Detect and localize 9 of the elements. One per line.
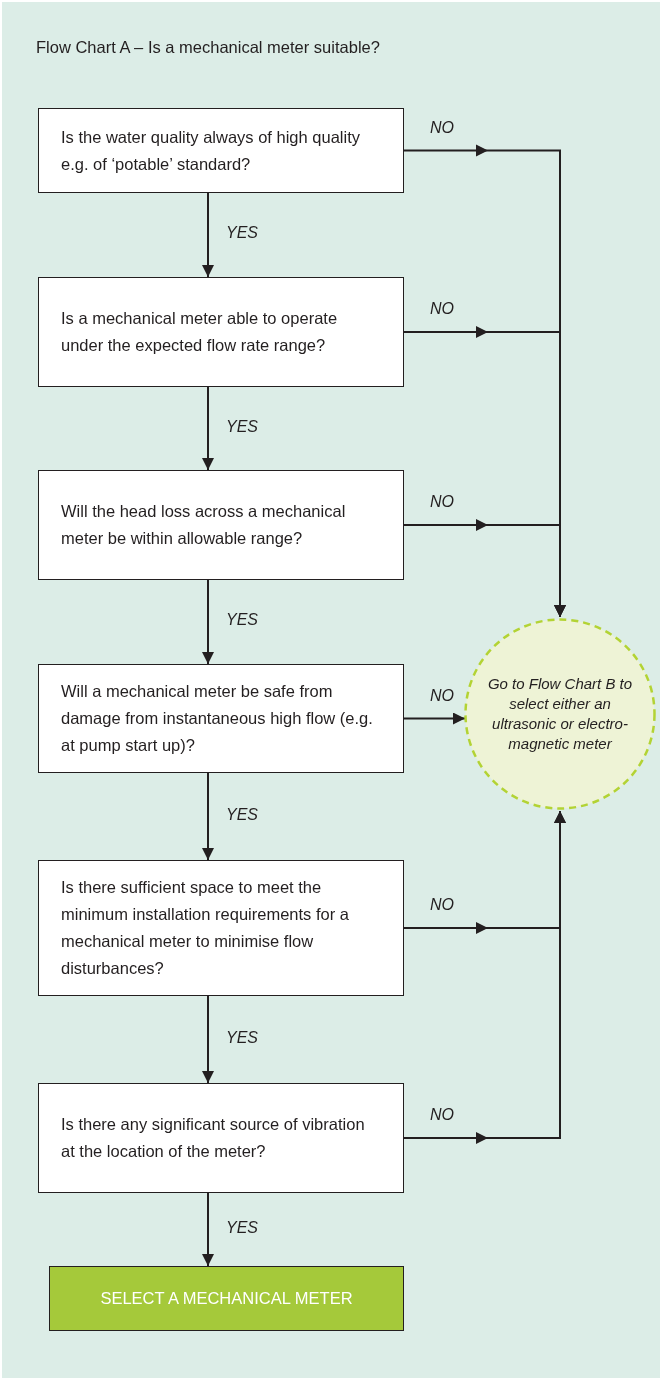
chart-title: Flow Chart A – Is a mechanical meter suitable? — [36, 38, 380, 57]
decision-box: Will the head loss across a mechanical meter be within allowable range? — [38, 470, 404, 580]
decision-box: Will a mechanical meter be safe from damage from instantaneous high flow (e.g. at pump start up)? — [38, 664, 404, 773]
circle-text: Go to Flow Chart B to select either an ultrasonic or electro-magnetic meter — [486, 674, 634, 754]
decision-box: Is a mechanical meter able to operate under the expected flow rate range? — [38, 277, 404, 387]
result-box: SELECT A MECHANICAL METER — [49, 1266, 404, 1331]
decision-box: Is there sufficient space to meet the minimum installation requirements for a mechanical meter to minimise flow disturbances? — [38, 860, 404, 996]
decision-box: Is there any significant source of vibration at the location of the meter? — [38, 1083, 404, 1193]
decision-box: Is the water quality always of high quality e.g. of ‘potable’ standard? — [38, 108, 404, 193]
